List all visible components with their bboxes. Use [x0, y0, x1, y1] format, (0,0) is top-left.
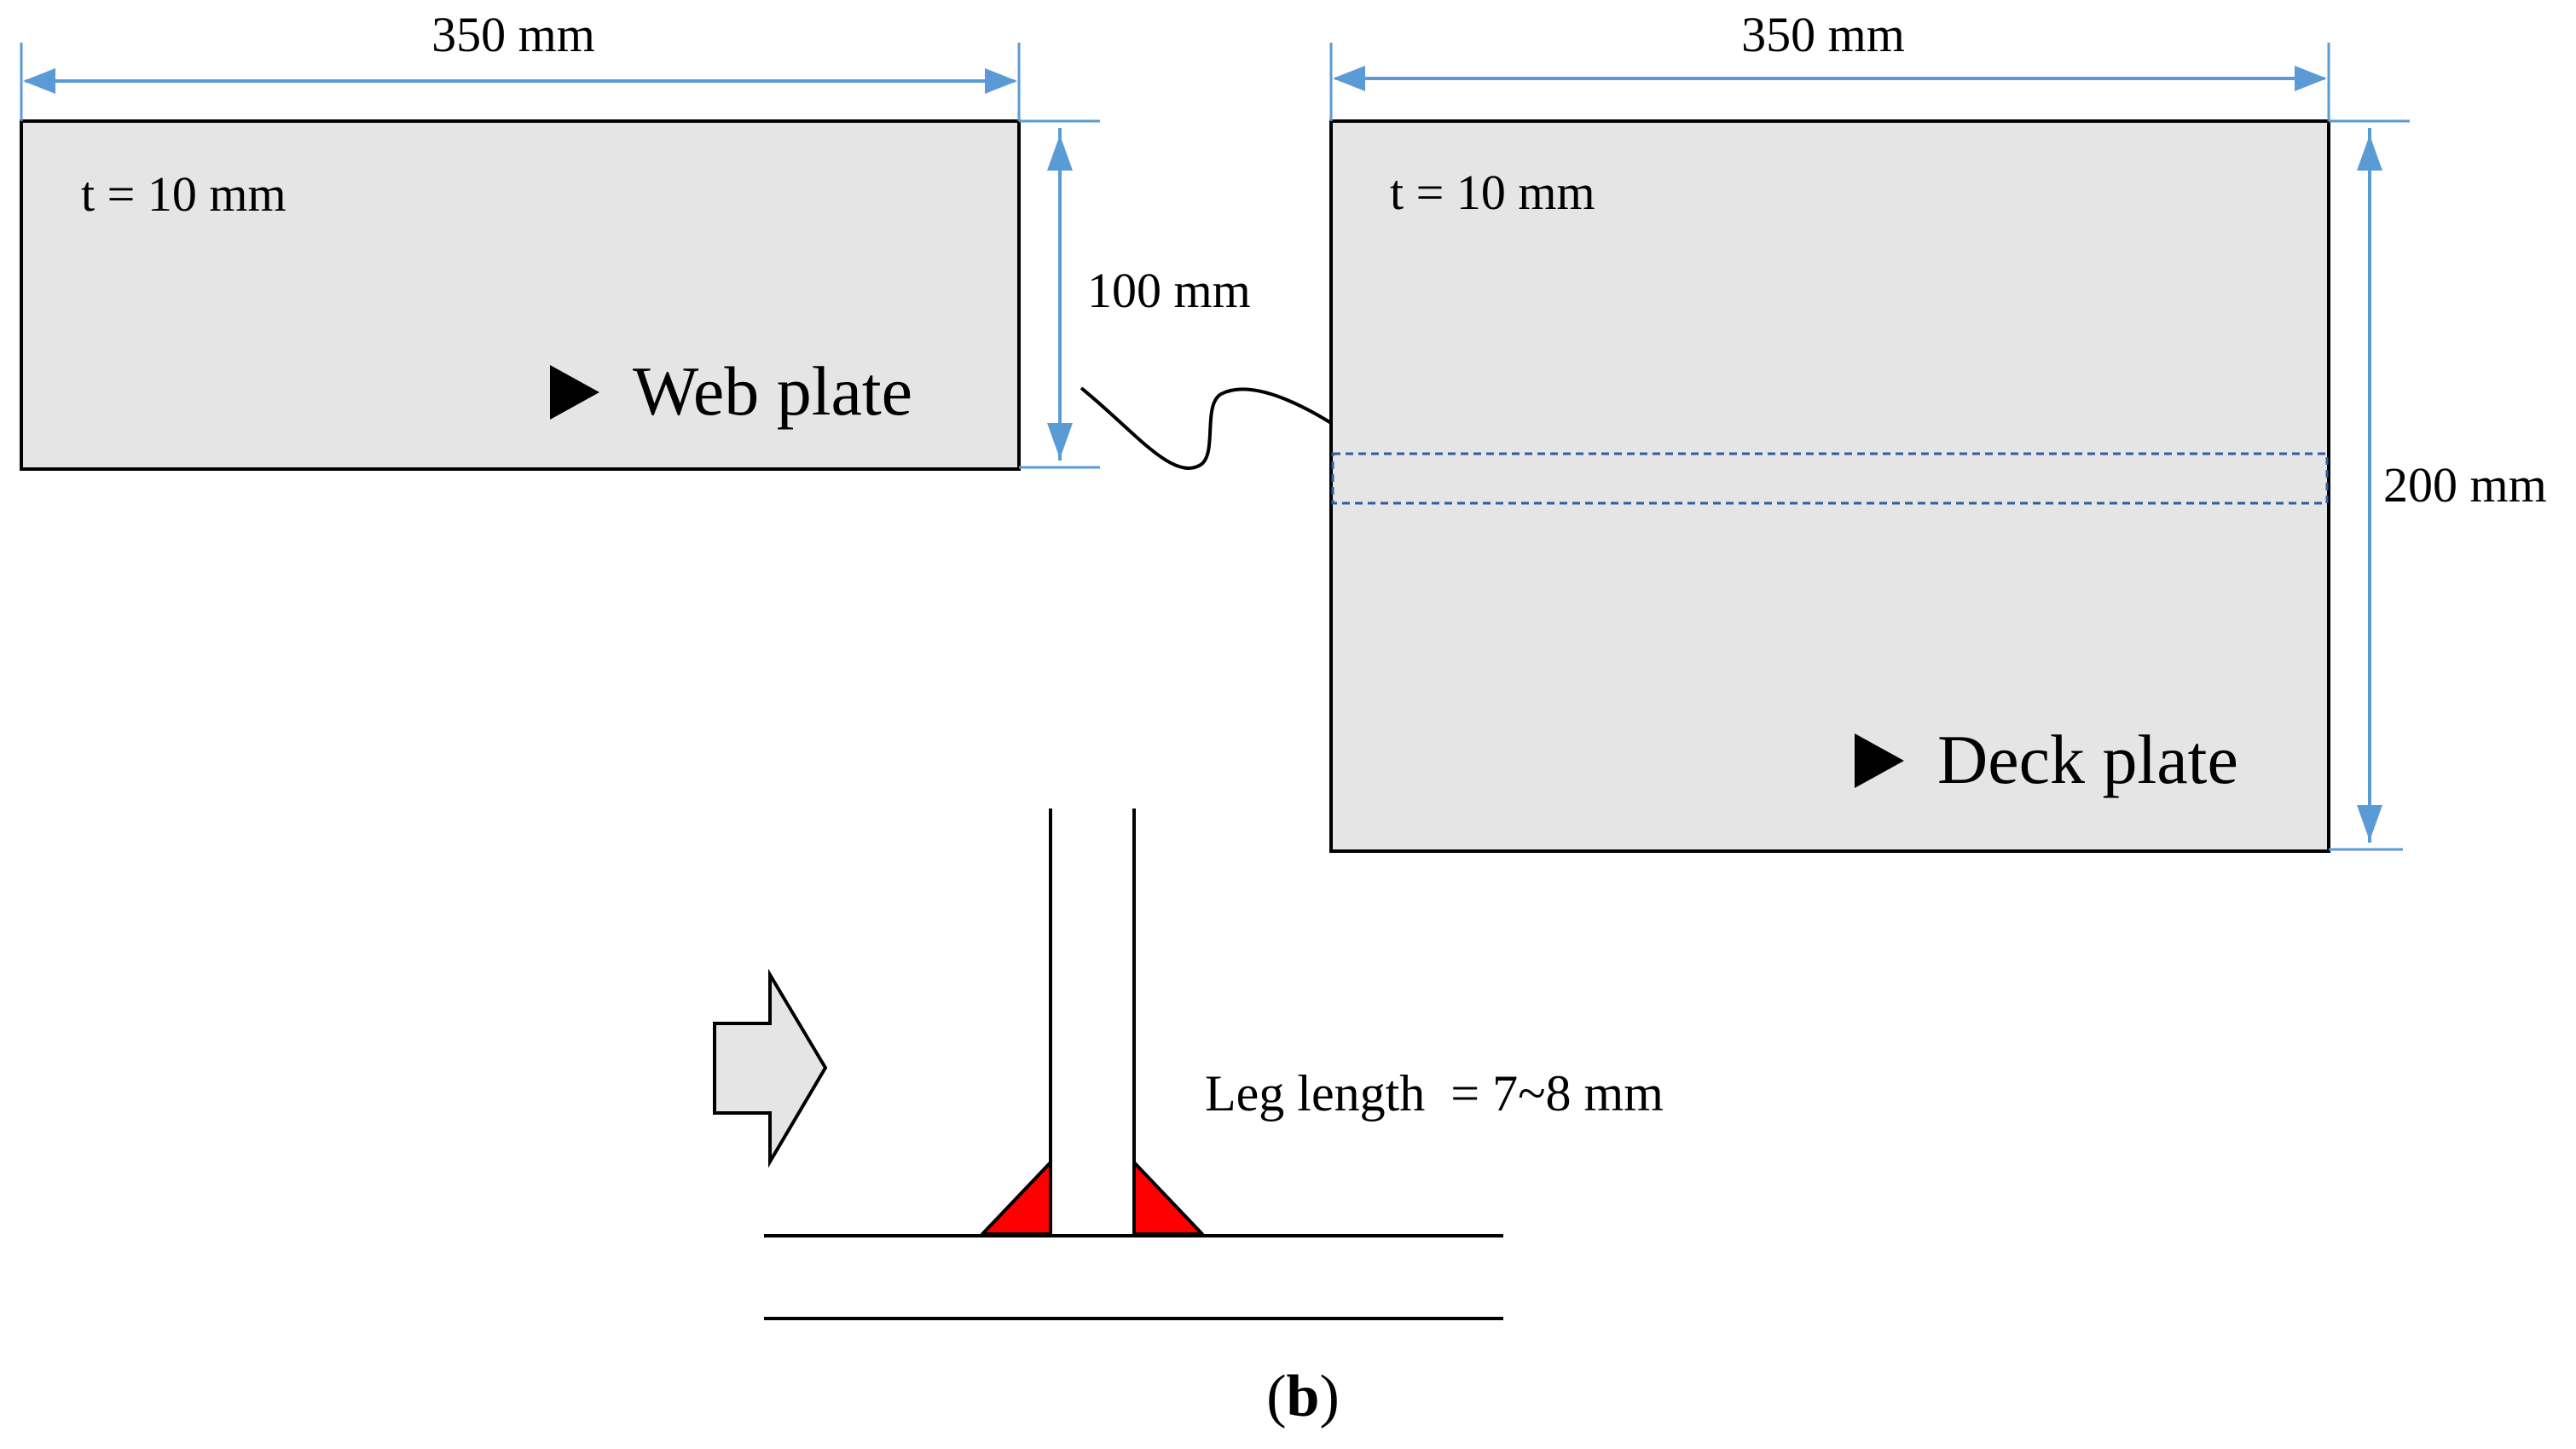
caption-close-paren: )	[1319, 1364, 1339, 1429]
left-fillet-weld	[981, 1161, 1052, 1236]
caption-letter: b	[1287, 1364, 1320, 1429]
deck-plate-width-label: 350 mm	[1741, 7, 1905, 62]
block-arrow-right-icon	[713, 968, 828, 1168]
web-plate-width-arrow-right	[985, 68, 1017, 94]
right-fillet-weld	[1132, 1161, 1204, 1236]
deck-plate-thickness-label: t = 10 mm	[1390, 165, 1595, 220]
deck-plate	[1329, 119, 2330, 853]
deck-plate-name: Deck plate	[1937, 721, 2238, 798]
figure-caption: (b)	[1266, 1364, 1340, 1429]
web-attachment-region	[1331, 452, 2329, 505]
web-plate-height-arrow-top	[1047, 135, 1073, 171]
web-plate-width-arrow-left	[23, 68, 55, 94]
triangle-pointer-icon	[1855, 733, 1904, 788]
deck-plate-group: 350 mm 200 mm t = 10 mm Deck plate	[1329, 7, 2547, 853]
web-plate-height-arrow-bottom	[1047, 423, 1073, 459]
web-plate-width-label: 350 mm	[431, 7, 595, 62]
deck-plate-height-arrow-top	[2357, 135, 2382, 171]
web-plate-name: Web plate	[633, 352, 912, 430]
deck-plate-width-arrow-right	[2295, 66, 2327, 91]
t-joint-section-view: Leg length = 7~8 mm	[713, 809, 1664, 1320]
deck-plate-width-arrow-left	[1333, 66, 1365, 91]
curved-arrow-icon	[1080, 386, 1375, 470]
web-plate	[20, 119, 1021, 471]
leg-length-label: Leg length = 7~8 mm	[1205, 1065, 1664, 1122]
web-plate-group: 350 mm 100 mm t = 10 mm Web plate	[20, 7, 1251, 471]
web-plate-thickness-label: t = 10 mm	[81, 166, 287, 222]
deck-plate-height-arrow-bottom	[2357, 805, 2382, 841]
web-plate-height-label: 100 mm	[1087, 263, 1251, 318]
triangle-pointer-icon	[550, 365, 599, 420]
caption-open-paren: (	[1266, 1364, 1286, 1429]
deck-plate-height-label: 200 mm	[2383, 457, 2547, 513]
